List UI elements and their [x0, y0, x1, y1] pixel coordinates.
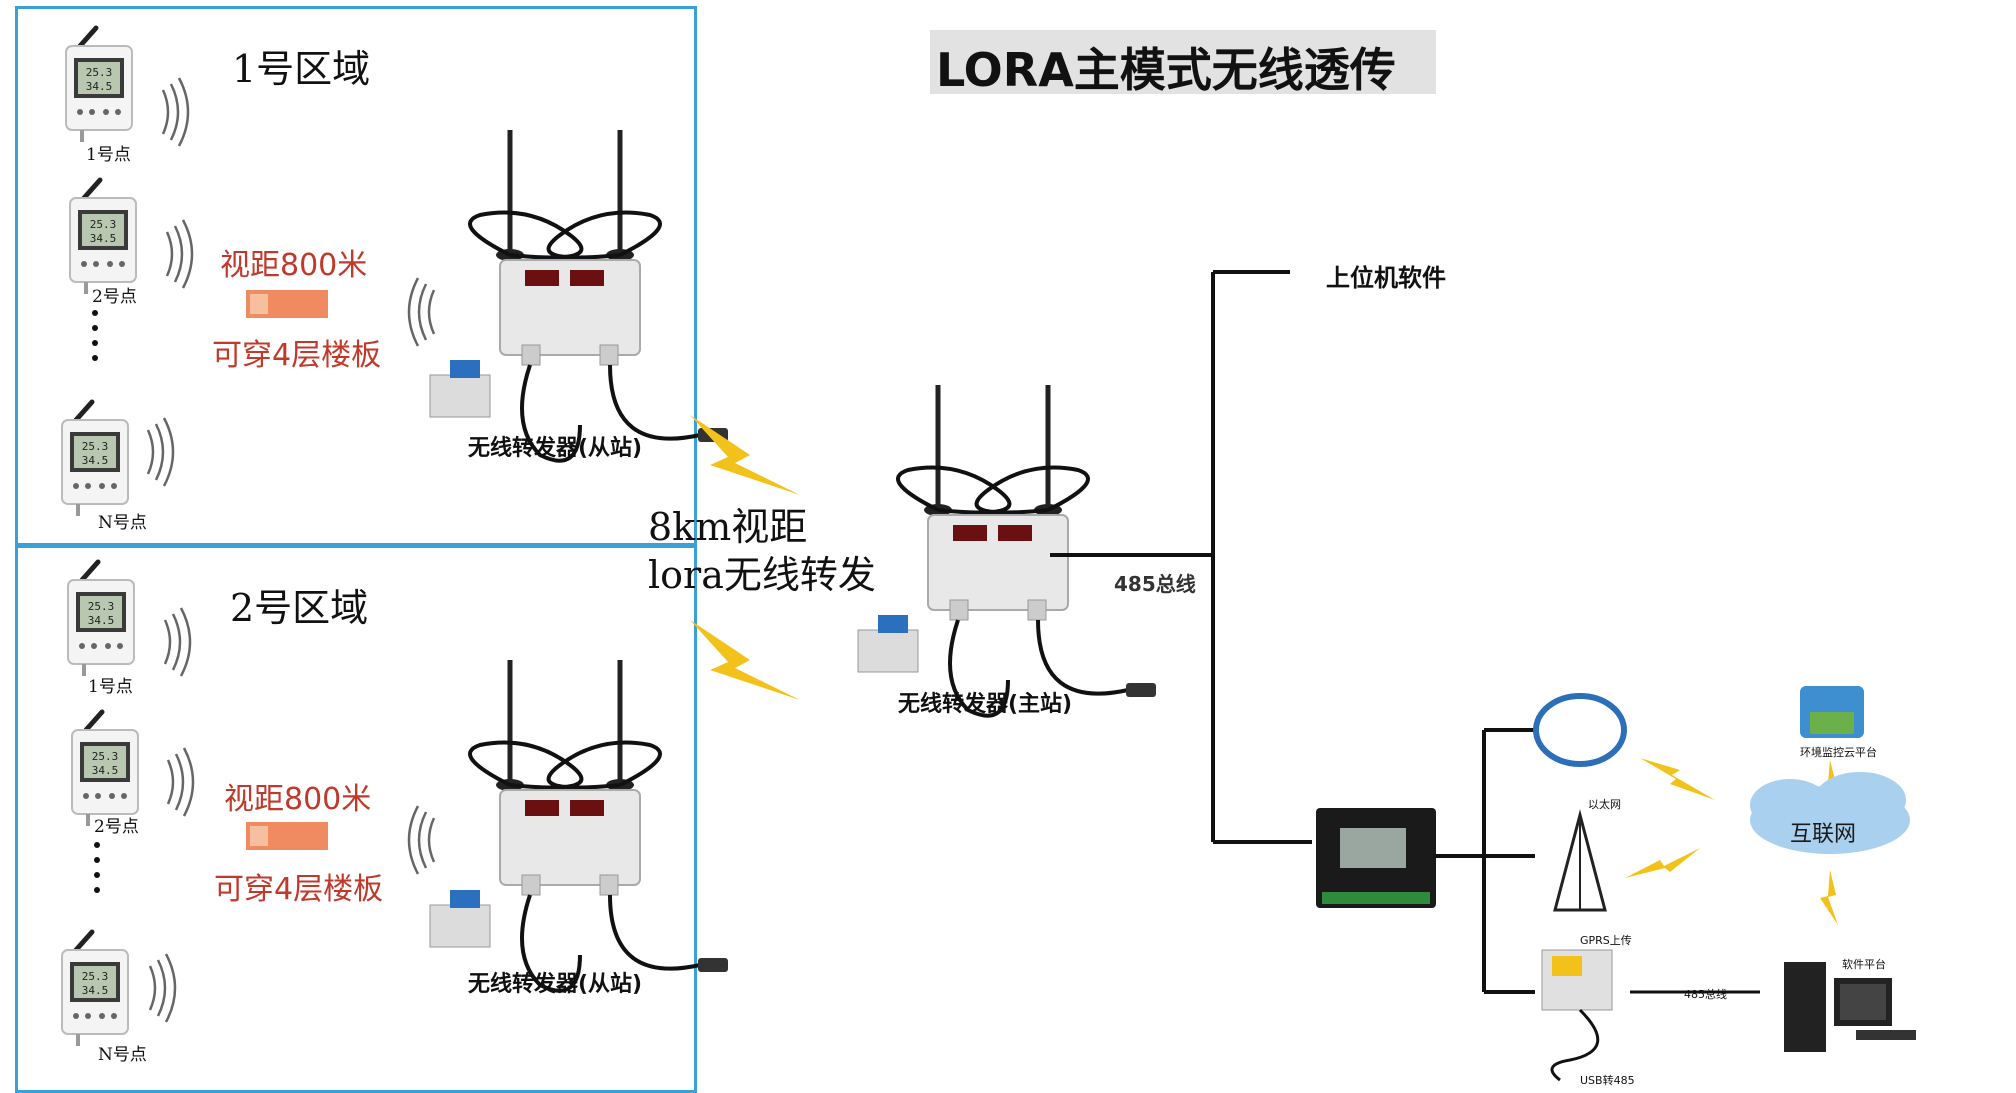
zone-1-floor-text: 可穿4层楼板: [212, 338, 382, 373]
zone-1-frame: [15, 6, 697, 548]
link-lora-text: lora无线转发: [648, 553, 876, 597]
zone-2-ellipsis: [94, 842, 100, 902]
zone-2-floor-text: 可穿4层楼板: [214, 872, 384, 907]
bus-label: 485总线: [1114, 572, 1196, 596]
zone-1-node-n-label: N号点: [98, 513, 147, 533]
page-title: LORA主模式无线透传: [936, 43, 1396, 97]
bus-small-label: 485总线: [1684, 988, 1727, 1001]
zone-2-title: 2号区域: [230, 586, 369, 630]
zone-1-ellipsis: [92, 310, 98, 370]
zone-1-range-text: 视距800米: [220, 248, 368, 283]
zone-1-title: 1号区域: [232, 47, 371, 91]
zone-1-node-2-label: 2号点: [92, 287, 137, 307]
title-background: [930, 30, 1436, 94]
zone-1-repeater-label: 无线转发器(从站): [468, 436, 643, 461]
zone-2-range-text: 视距800米: [224, 782, 372, 817]
gprs-label: GPRS上传: [1580, 934, 1632, 947]
zone-2-node-2-label: 2号点: [94, 817, 139, 837]
link-range-text: 8km视距: [648, 505, 808, 549]
zone-2-node-1-label: 1号点: [88, 677, 133, 697]
software-platform-label: 软件平台: [1842, 958, 1886, 971]
master-repeater-label: 无线转发器(主站): [898, 692, 1073, 717]
usb485-label: USB转485: [1580, 1074, 1635, 1087]
cloud-platform-label: 环境监控云平台: [1800, 746, 1877, 759]
ethernet-label: 以太网: [1588, 798, 1621, 811]
pc-software-label: 上位机软件: [1326, 264, 1446, 292]
zone-2-repeater-label: 无线转发器(从站): [468, 972, 643, 997]
zone-2-node-n-label: N号点: [98, 1045, 147, 1065]
cloud-label: 互联网: [1790, 822, 1857, 847]
zone-1-node-1-label: 1号点: [86, 145, 131, 165]
